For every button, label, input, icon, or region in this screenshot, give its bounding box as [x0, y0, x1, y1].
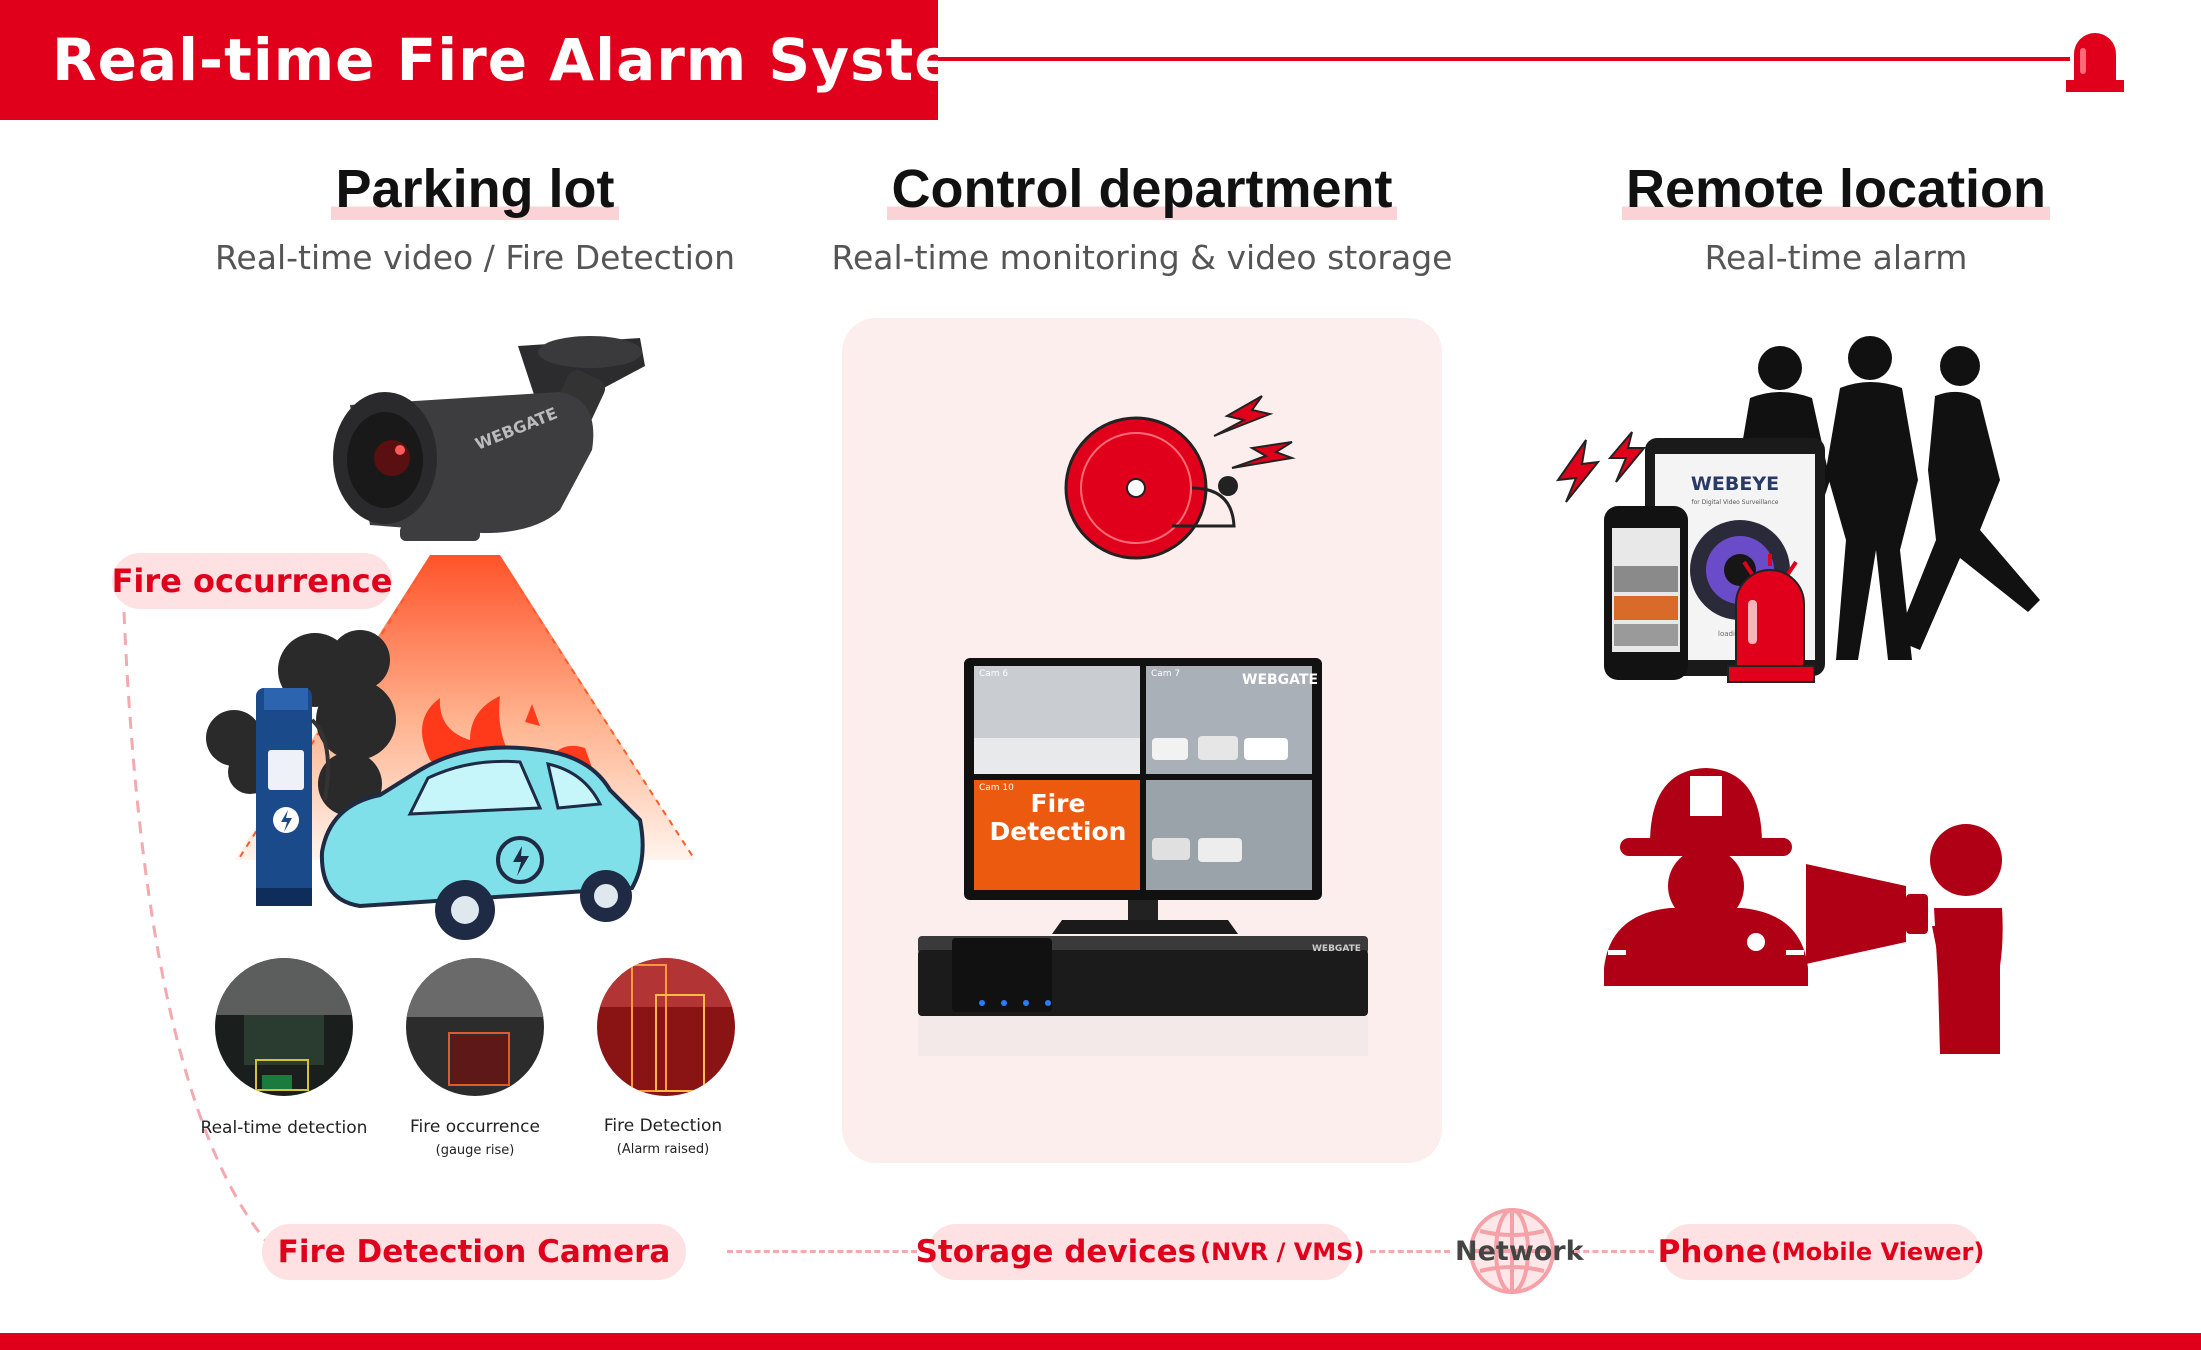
- fire-overlay-line2: Detection: [990, 817, 1127, 846]
- monitor-icon: Cam 6 Cam 7 Cam 10 WEBGATE Fire Detectio…: [964, 658, 1322, 934]
- ev-charger-icon: [256, 688, 331, 906]
- electric-car-icon: [319, 745, 645, 940]
- siren-icon: [2066, 33, 2124, 92]
- cam-label: Cam 6: [979, 669, 1008, 679]
- app-name: WEBEYE: [1691, 473, 1779, 495]
- stage-note: (gauge rise): [435, 1143, 515, 1158]
- fire-overlay-line1: Fire: [1031, 789, 1086, 818]
- parking-scene: WEBGATE: [206, 336, 696, 940]
- phone-label: Phone: [1657, 1234, 1767, 1270]
- flow-connector: [1574, 1250, 1654, 1253]
- stage-label: Fire occurrence: [410, 1117, 540, 1137]
- column-control-department: Control department Real-time monitoring …: [812, 158, 1472, 277]
- loading-text: loading: [1718, 630, 1744, 638]
- stage-thumbnail-realtime: [215, 958, 353, 1096]
- bullet-camera-icon: WEBGATE: [333, 336, 645, 541]
- column-subtitle: Real-time alarm: [1704, 238, 1968, 278]
- stage-label: Real-time detection: [200, 1118, 368, 1138]
- stage-label: Fire Detection: [603, 1116, 723, 1136]
- smartphone-icon: [1604, 506, 1688, 680]
- stage-caption: Fire occurrence (gauge rise): [375, 1117, 575, 1158]
- alarm-bell-icon: [1064, 395, 1296, 560]
- column-title: Remote location: [1621, 158, 2051, 221]
- column-subtitle: Real-time monitoring & video storage: [831, 238, 1453, 278]
- stage-thumbnail-occurrence: [406, 958, 544, 1096]
- phone-mobile-viewer-pill: Phone (Mobile Viewer): [1658, 1224, 1984, 1280]
- network-label: Network: [1455, 1236, 1584, 1267]
- column-subtitle: Real-time video / Fire Detection: [214, 238, 736, 278]
- stage-caption: Real-time detection: [184, 1118, 384, 1138]
- app-tagline: for Digital Video Surveillance: [1691, 499, 1778, 506]
- column-title: Control department: [887, 158, 1397, 221]
- nvr-brand-label: WEBGATE: [1312, 944, 1361, 954]
- remote-scene: WEBEYE for Digital Video Surveillance lo…: [1555, 336, 2040, 1054]
- stage-caption: Fire Detection (Alarm raised): [563, 1116, 763, 1157]
- column-remote-location: Remote location Real-time alarm: [1556, 158, 2116, 277]
- nvr-device-icon: WEBGATE: [918, 936, 1368, 1056]
- stage-note: (Alarm raised): [616, 1142, 710, 1157]
- cam-label: Cam 10: [979, 783, 1014, 793]
- fire-occurrence-tag: Fire occurrence: [112, 553, 392, 609]
- lightning-icon: [1555, 431, 1647, 503]
- storage-devices-pill: Storage devices (NVR / VMS): [916, 1224, 1364, 1280]
- storage-note: (NVR / VMS): [1200, 1238, 1365, 1266]
- page-title: Real-time Fire Alarm System: [52, 26, 1017, 94]
- control-scene: Cam 6 Cam 7 Cam 10 WEBGATE Fire Detectio…: [918, 395, 1368, 1056]
- fire-detection-camera-pill: Fire Detection Camera: [262, 1224, 686, 1280]
- title-bar: Real-time Fire Alarm System: [0, 0, 1015, 120]
- footer-bar: [0, 1333, 2201, 1350]
- monitor-brand-label: WEBGATE: [1242, 672, 1318, 688]
- title-divider: [938, 57, 2070, 61]
- megaphone-person-icon: [1806, 824, 2003, 1054]
- siren-icon: [1727, 554, 1815, 683]
- flow-connector: [727, 1250, 917, 1253]
- phone-note: (Mobile Viewer): [1770, 1238, 1985, 1266]
- stage-thumbnail-detection: [597, 958, 735, 1096]
- network-globe-icon: [1469, 1208, 1555, 1294]
- firefighter-icon: [1604, 768, 1808, 986]
- column-parking-lot: Parking lot Real-time video / Fire Detec…: [195, 158, 755, 277]
- flow-connector: [1370, 1250, 1450, 1253]
- cam-label: Cam 7: [1151, 669, 1180, 679]
- storage-label: Storage devices: [915, 1234, 1197, 1270]
- column-title: Parking lot: [331, 158, 619, 221]
